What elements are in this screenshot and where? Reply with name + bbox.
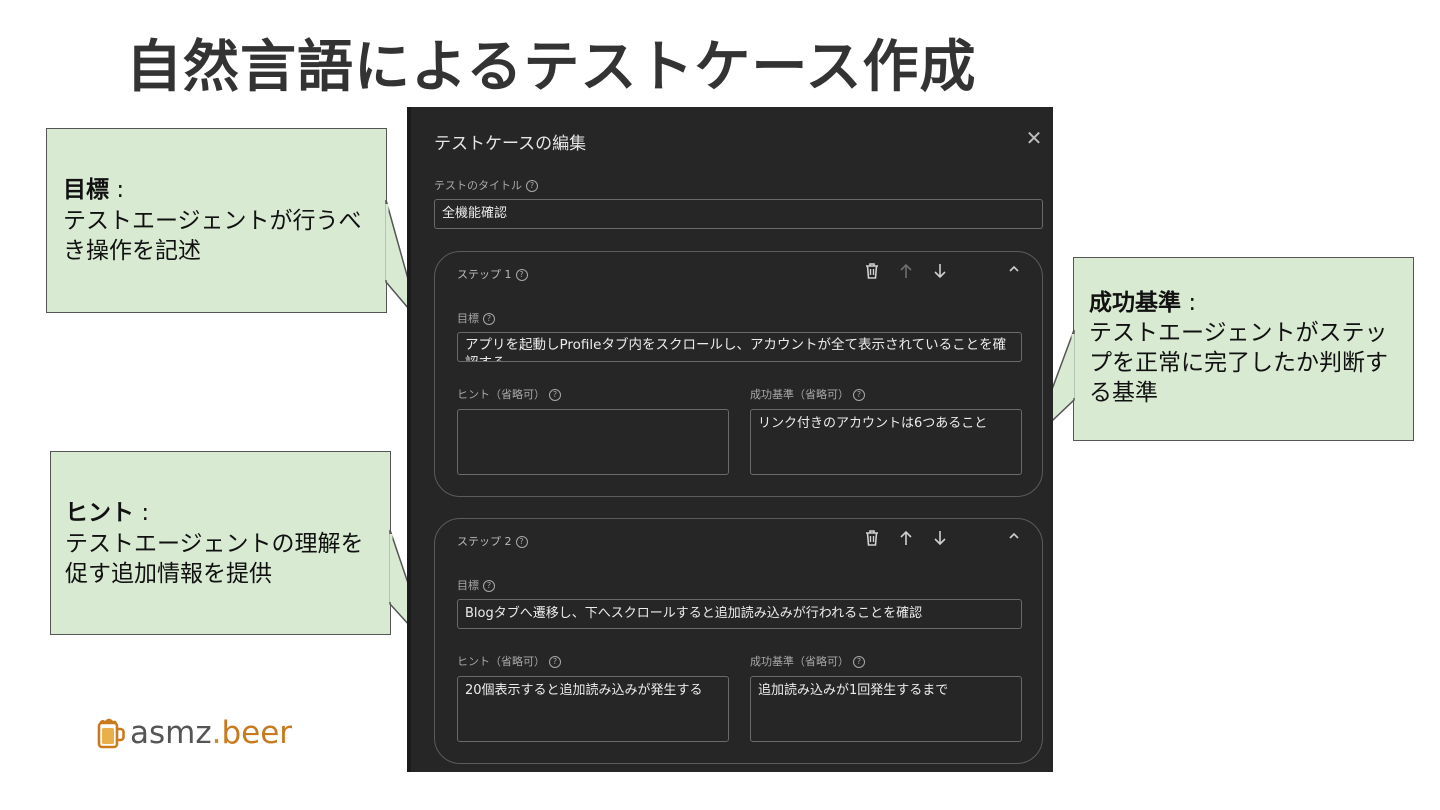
step-card-1: ステップ 1? 目標? アプリを起動しProfileタブ内をスクロールし、アカウ… — [434, 251, 1043, 497]
step-2-collapse-button[interactable] — [1003, 529, 1025, 543]
callout-hint-body: テストエージェントの理解を促す追加情報を提供 — [65, 531, 364, 587]
callout-goal-heading: 目標 — [63, 177, 109, 203]
callout-success: 成功基準 : テストエージェントがステップを正常に完了したか判断する基準 — [1073, 257, 1414, 441]
help-icon[interactable]: ? — [853, 389, 865, 401]
dialog-title: テストケースの編集 — [434, 134, 587, 154]
dialog-left-rail — [407, 107, 411, 772]
step-2-hint-label-text: ヒント（省略可） — [457, 655, 545, 668]
step-2-goal-input[interactable]: Blogタブへ遷移し、下へスクロールすると追加読み込みが行われることを確認 — [457, 599, 1022, 629]
step-1-delete-button[interactable] — [861, 262, 883, 280]
step-1-hint-label: ヒント（省略可）? — [457, 386, 561, 402]
step-2-move-down-button[interactable] — [929, 529, 951, 547]
test-title-label-text: テストのタイトル — [434, 179, 522, 192]
step-2-hint-input[interactable]: 20個表示すると追加読み込みが発生する — [457, 676, 729, 742]
step-1-collapse-button[interactable] — [1003, 262, 1025, 276]
step-1-hint-label-text: ヒント（省略可） — [457, 388, 545, 401]
chevron-up-icon — [1009, 265, 1019, 272]
step-2-label: ステップ 2? — [457, 533, 528, 549]
step-1-label: ステップ 1? — [457, 266, 528, 282]
step-2-label-text: ステップ 2 — [457, 535, 512, 548]
beer-mug-icon — [97, 718, 125, 749]
logo-text-asmz: asmz — [130, 715, 212, 751]
step-1-success-input[interactable]: リンク付きのアカウントは6つあること — [750, 409, 1022, 475]
help-icon[interactable]: ? — [515, 269, 528, 281]
callout-success-sep: : — [1188, 290, 1197, 316]
callout-goal: 目標 : テストエージェントが行うべき操作を記述 — [46, 128, 387, 313]
edit-test-case-dialog: テストケースの編集 ✕ テストのタイトル? 全機能確認 ステップ 1? 目標? — [407, 107, 1053, 772]
test-title-label: テストのタイトル? — [434, 177, 538, 193]
arrow-up-icon — [900, 263, 912, 278]
step-1-move-up-button[interactable] — [895, 262, 917, 280]
step-1-goal-input[interactable]: アプリを起動しProfileタブ内をスクロールし、アカウントが全て表示されている… — [457, 332, 1022, 362]
help-icon[interactable]: ? — [483, 313, 495, 325]
step-2-success-label: 成功基準（省略可）? — [750, 653, 865, 669]
step-1-toolbar — [861, 262, 1021, 284]
step-2-delete-button[interactable] — [861, 529, 883, 547]
callout-goal-body: テストエージェントが行うべき操作を記述 — [63, 208, 362, 264]
callout-goal-sep: : — [116, 177, 125, 203]
slide-title: 自然言語によるテストケース作成 — [126, 35, 977, 100]
trash-icon — [866, 530, 878, 546]
callout-hint-heading: ヒント — [65, 500, 134, 526]
trash-icon — [866, 263, 878, 279]
step-1-hint-input[interactable] — [457, 409, 729, 475]
step-1-success-label: 成功基準（省略可）? — [750, 386, 865, 402]
step-2-goal-label-text: 目標 — [457, 579, 479, 592]
test-title-input[interactable]: 全機能確認 — [434, 199, 1043, 229]
callout-hint-sep: : — [141, 500, 150, 526]
step-1-move-down-button[interactable] — [929, 262, 951, 280]
close-button[interactable]: ✕ — [1023, 127, 1045, 149]
step-1-success-label-text: 成功基準（省略可） — [750, 388, 849, 401]
arrow-down-icon — [934, 531, 946, 546]
step-2-success-label-text: 成功基準（省略可） — [750, 655, 849, 668]
help-icon[interactable]: ? — [853, 656, 865, 668]
callout-hint: ヒント : テストエージェントの理解を促す追加情報を提供 — [50, 451, 391, 635]
help-icon[interactable]: ? — [549, 656, 561, 668]
arrow-up-icon — [900, 530, 912, 545]
step-2-hint-label: ヒント（省略可）? — [457, 653, 561, 669]
close-icon: ✕ — [1025, 126, 1043, 150]
help-icon[interactable]: ? — [549, 389, 561, 401]
help-icon[interactable]: ? — [483, 580, 495, 592]
step-2-toolbar — [861, 529, 1021, 551]
callout-success-body: テストエージェントがステップを正常に完了したか判断する基準 — [1089, 320, 1388, 406]
chevron-up-icon — [1009, 532, 1019, 539]
asmz-beer-logo: asmz.beer — [96, 713, 292, 753]
step-1-label-text: ステップ 1 — [457, 268, 512, 281]
logo-text-beer: beer — [221, 715, 293, 751]
arrow-down-icon — [934, 264, 946, 279]
step-2-goal-label: 目標? — [457, 577, 495, 593]
callout-success-heading: 成功基準 — [1089, 290, 1181, 316]
help-icon[interactable]: ? — [526, 180, 538, 192]
step-2-success-input[interactable]: 追加読み込みが1回発生するまで — [750, 676, 1022, 742]
step-1-goal-label: 目標? — [457, 310, 495, 326]
step-2-move-up-button[interactable] — [895, 529, 917, 547]
step-card-2: ステップ 2? 目標? Blogタブへ遷移し、下へスクロールすると追加読み込みが… — [434, 518, 1043, 764]
logo-text-dot: . — [211, 715, 222, 751]
help-icon[interactable]: ? — [515, 536, 528, 548]
step-1-goal-label-text: 目標 — [457, 312, 479, 325]
